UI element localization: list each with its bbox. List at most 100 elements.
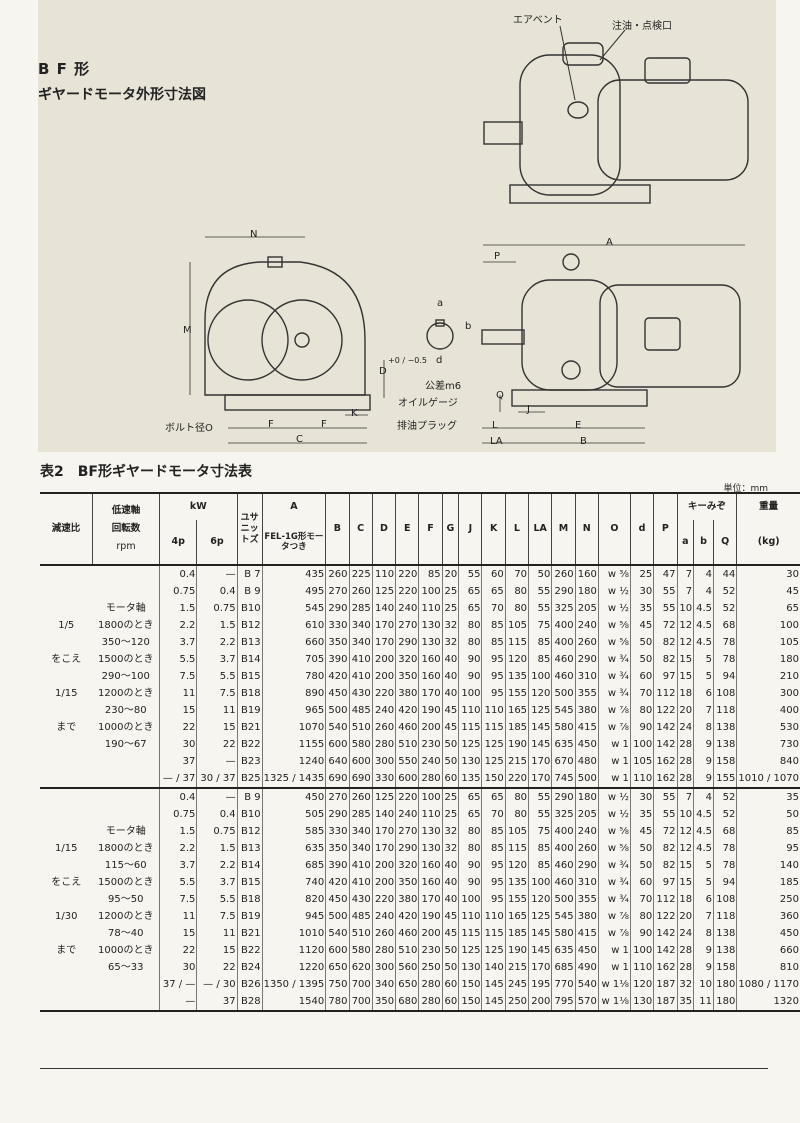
value-cell: 68 (712, 617, 737, 634)
value-cell: 55 (458, 565, 482, 583)
kw-4p-cell: 37 (158, 753, 197, 770)
value-cell: 85 (481, 840, 506, 857)
value-cell: 200 (371, 668, 396, 685)
value-cell: 125 (481, 753, 506, 770)
value-cell: 15 (676, 857, 694, 874)
value-cell: w ½ (597, 600, 631, 617)
side-base (511, 389, 648, 407)
value-cell: 90 (629, 719, 654, 736)
value-cell: 25 (441, 600, 459, 617)
value-cell: 95 (481, 668, 506, 685)
dim-a: a (437, 298, 444, 309)
value-cell: 320 (395, 857, 419, 874)
value-cell: 5 (693, 874, 714, 891)
value-cell: 35 (676, 993, 694, 1011)
value-cell: 155 (504, 685, 529, 702)
value-cell: 170 (371, 823, 396, 840)
value-cell: 750 (325, 976, 349, 993)
ratio-cell (40, 668, 93, 685)
value-cell: 400 (551, 617, 576, 634)
ratio-cell: 1/5 (58, 620, 75, 631)
value-cell: 400 (551, 634, 576, 651)
value-cell: 120 (504, 651, 529, 668)
value-cell: 145 (528, 736, 552, 753)
value-cell: 285 (348, 600, 373, 617)
ratio-cell (40, 993, 93, 1011)
kw-6p-cell: — / 30 (196, 976, 238, 993)
value-cell: 215 (504, 753, 529, 770)
kw-6p-cell: 11 (196, 702, 238, 719)
value-cell: 115 (458, 925, 482, 942)
ratio-cell (40, 976, 93, 993)
value-cell: 290 (325, 600, 349, 617)
value-cell: 12 (676, 634, 694, 651)
dim-J: J (527, 404, 530, 415)
value-cell: 28 (676, 942, 694, 959)
unit-cell: B14 (236, 651, 263, 668)
ratio-cell: まで (56, 945, 77, 956)
value-cell: 45 (441, 719, 459, 736)
kw-4p-cell: 22 (158, 942, 197, 959)
kw-4p-cell: 11 (158, 685, 197, 702)
value-cell: 82 (653, 857, 677, 874)
speed-cell (93, 976, 160, 993)
value-cell: 180 (712, 993, 737, 1011)
value-cell: 100 (458, 891, 482, 908)
dim-A-cell: 585 (261, 823, 326, 840)
unit-cell: B19 (236, 908, 263, 925)
value-cell: 810 (736, 959, 800, 976)
value-cell: w 1 (597, 770, 631, 788)
value-cell: 1320 (736, 993, 800, 1011)
unit-cell: B10 (236, 806, 263, 823)
col-N: N (574, 493, 599, 565)
value-cell: w ¾ (597, 685, 631, 702)
col-LA: LA (528, 493, 552, 565)
ratio-cell (40, 823, 93, 840)
value-cell: 105 (629, 753, 654, 770)
kw-4p-cell: 15 (158, 702, 197, 719)
value-cell: 220 (395, 788, 419, 806)
value-cell: 110 (458, 908, 482, 925)
col-P: P (653, 493, 677, 565)
dim-F-left: F (268, 419, 274, 430)
value-cell: 195 (528, 976, 552, 993)
dim-D-tolerance: +0 / −0.5 (388, 356, 427, 365)
value-cell: 330 (325, 823, 349, 840)
value-cell: 78 (712, 651, 737, 668)
dim-A-cell: 1070 (261, 719, 326, 736)
value-cell: 510 (348, 719, 373, 736)
col-key-Q: Q (712, 520, 737, 565)
value-cell: 300 (371, 959, 396, 976)
value-cell: 205 (574, 806, 599, 823)
unit-cell: B25 (236, 770, 263, 788)
value-cell: 5 (693, 857, 714, 874)
speed-cell (93, 565, 160, 583)
value-cell: 24 (676, 925, 694, 942)
side-motor-body (599, 284, 741, 388)
oil-inlet-label: 注油・点検口 (612, 21, 672, 32)
value-cell: 95 (481, 874, 506, 891)
value-cell: 260 (348, 583, 373, 600)
value-cell: 90 (458, 874, 482, 891)
value-cell: 20 (441, 565, 459, 583)
kw-4p-cell: 5.5 (158, 874, 197, 891)
unit-label: 単位：mm (723, 484, 768, 494)
side-output-shaft (481, 329, 525, 345)
value-cell: 85 (736, 823, 800, 840)
kw-4p-cell: 7.5 (158, 891, 197, 908)
value-cell: 110 (418, 806, 443, 823)
value-cell: 340 (348, 634, 373, 651)
value-cell: 120 (504, 857, 529, 874)
value-cell: 180 (736, 651, 800, 668)
value-cell: 6 (693, 685, 714, 702)
value-cell: 105 (736, 634, 800, 651)
kw-4p-cell: 0.75 (158, 806, 197, 823)
value-cell: 75 (528, 617, 552, 634)
kw-6p-cell: 5.5 (196, 891, 238, 908)
kw-6p-cell: 2.2 (196, 857, 238, 874)
